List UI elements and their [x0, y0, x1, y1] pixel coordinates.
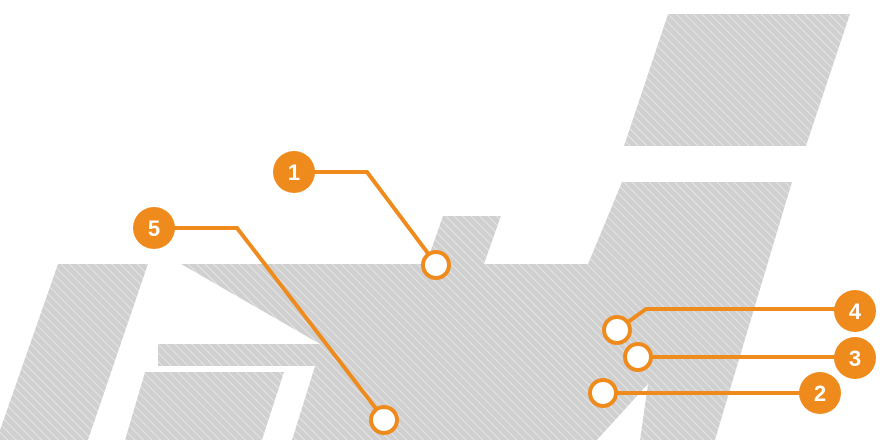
anchor-point-1[interactable]	[421, 250, 451, 280]
marker-badge-3-circle	[834, 337, 876, 379]
area-block-top-right	[624, 14, 850, 146]
marker-badge-2[interactable]: 2	[799, 372, 841, 414]
marker-badge-1-circle	[273, 151, 315, 193]
callout-lines	[172, 170, 840, 421]
marker-badge-5-circle	[133, 207, 175, 249]
marker-badge-1[interactable]: 1	[273, 151, 315, 193]
marker-badge-4[interactable]: 4	[834, 290, 876, 332]
marker-badge-5-label: 5	[148, 216, 160, 241]
anchor-point-4[interactable]	[602, 315, 632, 345]
marker-badge-4-label: 4	[849, 299, 862, 324]
area-block-main	[158, 182, 792, 440]
callout-line-1	[312, 170, 438, 266]
anchor-points	[369, 250, 653, 435]
area-block-left	[0, 264, 148, 440]
marker-badge-3[interactable]: 3	[834, 337, 876, 379]
anchor-point-5[interactable]	[369, 405, 399, 435]
area-blocks	[0, 14, 850, 440]
area-block-bottom-left	[125, 372, 284, 440]
marker-badge-4-circle	[834, 290, 876, 332]
anchor-point-2[interactable]	[588, 378, 618, 408]
marker-badge-5[interactable]: 5	[133, 207, 175, 249]
marker-badge-1-label: 1	[288, 160, 300, 185]
marker-badge-3-label: 3	[849, 346, 861, 371]
marker-badge-2-circle	[799, 372, 841, 414]
marker-badge-2-label: 2	[814, 381, 826, 406]
anchor-point-3[interactable]	[623, 342, 653, 372]
callout-line-5	[172, 226, 386, 421]
